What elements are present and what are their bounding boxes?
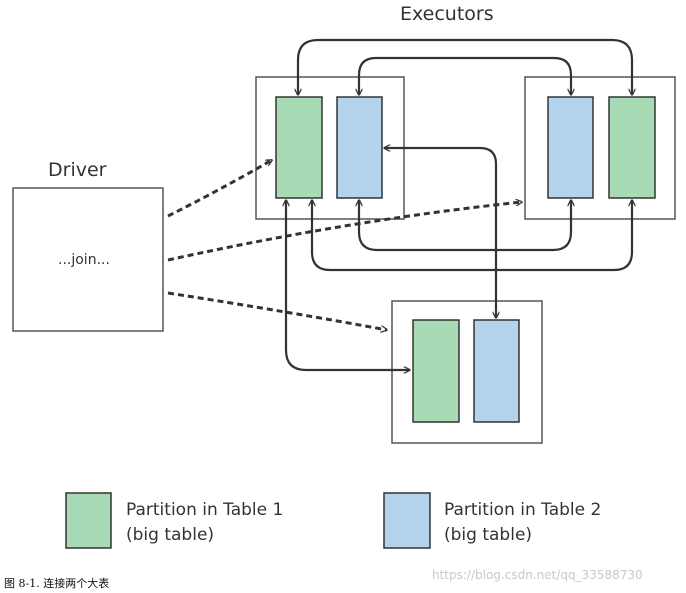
legend-table2-line1: Partition in Table 2	[444, 500, 601, 520]
figure-caption: 图 8-1. 连接两个大表	[4, 577, 110, 590]
driver-code: ...join...	[58, 252, 110, 268]
driver-to-executor-3-arrow	[167, 291, 387, 330]
partition-table1-exec1	[275, 96, 323, 199]
partition-table2-exec2	[547, 96, 594, 199]
executors-label: Executors	[400, 3, 494, 25]
legend-swatch-table1	[65, 492, 112, 549]
partition-table2-exec1	[336, 96, 383, 199]
watermark: https://blog.csdn.net/qq_33588730	[432, 568, 643, 582]
driver-to-executor-1-arrow	[167, 158, 272, 218]
legend-table1-line2: (big table)	[126, 525, 214, 545]
partition-table1-exec3	[412, 319, 460, 423]
partition-table2-exec3	[473, 319, 520, 423]
legend-table1-line1: Partition in Table 1	[126, 500, 283, 520]
legend-swatch-table2	[383, 492, 431, 549]
driver-box	[12, 187, 164, 332]
shuffle-arrow-top-inner	[359, 56, 571, 95]
partition-table1-exec2	[608, 96, 656, 199]
legend-table2-line2: (big table)	[444, 525, 532, 545]
shuffle-arrow-to-executor-3-table2	[384, 148, 496, 318]
shuffle-arrow-top-outer	[298, 38, 632, 95]
driver-label: Driver	[48, 159, 107, 181]
shuffle-arrow-to-executor-3-table1	[286, 200, 410, 370]
